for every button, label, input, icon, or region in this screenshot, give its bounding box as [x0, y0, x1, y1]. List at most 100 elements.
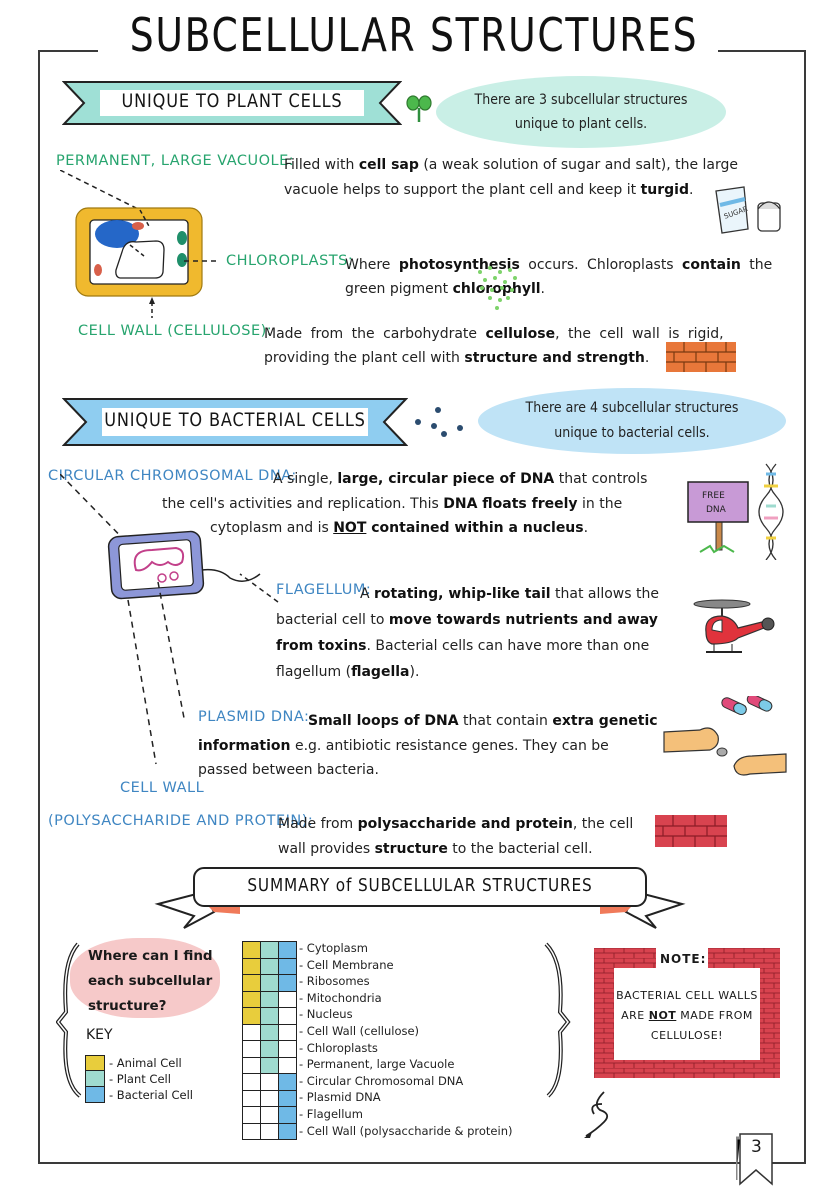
- right-brace-icon: [544, 942, 571, 1098]
- structure-list-item: - Nucleus: [299, 1007, 353, 1022]
- grid-cell-animal: [242, 1106, 261, 1124]
- grid-cell-plant: [260, 1073, 279, 1091]
- grid-cell-animal: [242, 957, 261, 975]
- desc-plasmid-line1: Small loops of DNA that contain extra ge…: [308, 713, 658, 729]
- bacteria-bubble-line1: There are 4 subcellular structures: [525, 400, 739, 416]
- desc-dna-line1: A single, large, circular piece of DNA t…: [273, 471, 648, 487]
- desc-cellwall-line2: providing the plant cell with structure …: [264, 350, 650, 366]
- desc-plasmid-line3: passed between bacteria.: [198, 762, 379, 778]
- term-chloroplasts: CHLOROPLASTS:: [226, 253, 354, 269]
- plant-swatch: [85, 1071, 105, 1087]
- structure-list-item: - Cell Wall (cellulose): [299, 1023, 420, 1038]
- curly-arrow-icon: [584, 1091, 609, 1138]
- grid-cell-animal: [242, 1023, 261, 1041]
- grid-cell-plant: [260, 1089, 279, 1107]
- grid-cell-bacterial: [278, 1122, 297, 1140]
- key-title: KEY: [86, 1027, 113, 1043]
- animal-swatch: [85, 1055, 105, 1071]
- structure-list-item: - Plasmid DNA: [299, 1090, 381, 1105]
- orange-brick-wall-icon: [666, 342, 736, 372]
- grid-row: [242, 1040, 297, 1058]
- bacterial-cell-diagram: [60, 474, 279, 765]
- grid-cell-bacterial: [278, 1073, 297, 1091]
- sugar-salt-icon: SUGAR: [715, 186, 781, 234]
- bacteria-bubble-line2: unique to bacterial cells.: [554, 425, 710, 441]
- grid-row: [242, 1106, 297, 1124]
- grid-row: [242, 974, 297, 992]
- structure-list-item: - Ribosomes: [299, 974, 370, 989]
- question-bubble: [70, 938, 220, 1018]
- grid-cell-animal: [242, 974, 261, 992]
- summary-banner-label: SUMMARY of SUBCELLULAR STRUCTURES: [247, 875, 593, 896]
- svg-text:FREE: FREE: [702, 491, 725, 501]
- note-text: BACTERIAL CELL WALLS ARE NOT MADE FROM C…: [616, 989, 758, 1042]
- grid-cell-bacterial: [278, 1089, 297, 1107]
- bacteria-info-bubble: There are 4 subcellular structures uniqu…: [478, 388, 786, 454]
- plant-bubble-line2: unique to plant cells.: [514, 116, 648, 132]
- structure-list-item: - Cell Membrane: [299, 957, 394, 972]
- grid-cell-animal: [242, 990, 261, 1008]
- sprout-icon: [406, 95, 432, 122]
- term-vacuole: PERMANENT, LARGE VACUOLE:: [56, 153, 295, 169]
- grid-row: [242, 1056, 297, 1074]
- left-brace-icon: [56, 942, 82, 1098]
- plant-banner: UNIQUE TO PLANT CELLS: [62, 80, 402, 126]
- grid-cell-animal: [242, 1073, 261, 1091]
- grid-cell-plant: [260, 1023, 279, 1041]
- page-number-tag: [736, 1133, 773, 1186]
- desc-dna-line2: the cell's activities and replication. T…: [162, 496, 623, 512]
- term-plasmid-dna: PLASMID DNA:: [198, 709, 310, 725]
- desc-cellwall-line1: Made from the carbohydrate cellulose, th…: [264, 326, 724, 342]
- grid-cell-animal: [242, 941, 261, 959]
- bacteria-banner: UNIQUE TO BACTERIAL CELLS: [62, 397, 408, 446]
- plant-info-bubble: There are 3 subcellular structures uniqu…: [436, 76, 726, 148]
- grid-cell-bacterial: [278, 1007, 297, 1025]
- desc-plasmid-line2: information e.g. antibiotic resistance g…: [198, 738, 609, 754]
- grid-cell-animal: [242, 1040, 261, 1058]
- structure-list-item: - Cell Wall (polysaccharide & protein): [299, 1123, 513, 1138]
- desc-flagellum-line3: from toxins. Bacterial cells can have mo…: [276, 638, 650, 654]
- desc-bact-cellwall-line1: Made from polysaccharide and protein, th…: [278, 816, 634, 832]
- grid-cell-plant: [260, 941, 279, 959]
- grid-cell-plant: [260, 1122, 279, 1140]
- structure-list-item: - Circular Chromosomal DNA: [299, 1073, 464, 1088]
- term-circular-dna: CIRCULAR CHROMOSOMAL DNA:: [48, 468, 297, 484]
- page-number: 3: [751, 1137, 762, 1157]
- grid-cell-animal: [242, 1089, 261, 1107]
- grid-row: [242, 990, 297, 1008]
- plant-bubble-line1: There are 3 subcellular structures: [474, 92, 688, 108]
- chlorophyll-dots-icon: [478, 266, 517, 310]
- grid-row: [242, 941, 297, 959]
- grid-cell-animal: [242, 1056, 261, 1074]
- grid-cell-bacterial: [278, 1056, 297, 1074]
- grid-row: [242, 1007, 297, 1025]
- scroll-ribbon-icon: [154, 867, 686, 929]
- grid-cell-bacterial: [278, 1023, 297, 1041]
- desc-vacuole-line2: vacuole helps to support the plant cell …: [284, 182, 694, 198]
- grid-cell-plant: [260, 990, 279, 1008]
- bacteria-banner-label: UNIQUE TO BACTERIAL CELLS: [104, 409, 366, 431]
- grid-cell-plant: [260, 1040, 279, 1058]
- grid-cell-bacterial: [278, 957, 297, 975]
- key-item-bacterial: - Bacterial Cell: [85, 1087, 193, 1103]
- desc-flagellum-line2: bacterial cell to move towards nutrients…: [276, 612, 658, 628]
- structure-list-item: - Permanent, large Vacuole: [299, 1057, 455, 1072]
- grid-row: [242, 1073, 297, 1091]
- grid-cell-bacterial: [278, 974, 297, 992]
- grid-cell-bacterial: [278, 1040, 297, 1058]
- desc-chloroplasts-line2: green pigment chlorophyll.: [345, 281, 545, 297]
- grid-cell-plant: [260, 1007, 279, 1025]
- grid-cell-animal: [242, 1007, 261, 1025]
- desc-flagellum-line4: flagellum (flagella).: [276, 664, 420, 680]
- note-title: NOTE:: [660, 952, 707, 966]
- svg-text:DNA: DNA: [706, 505, 727, 515]
- grid-row: [242, 1122, 297, 1140]
- grid-cell-plant: [260, 957, 279, 975]
- frame-top-left: [38, 50, 98, 52]
- page-frame: [38, 50, 806, 1164]
- grid-row: [242, 1023, 297, 1041]
- structure-list-item: - Mitochondria: [299, 990, 382, 1005]
- ribbon-icon: [62, 81, 402, 125]
- term-cell-wall-composition: (POLYSACCHARIDE AND PROTEIN):: [48, 813, 314, 829]
- grid-cell-bacterial: [278, 941, 297, 959]
